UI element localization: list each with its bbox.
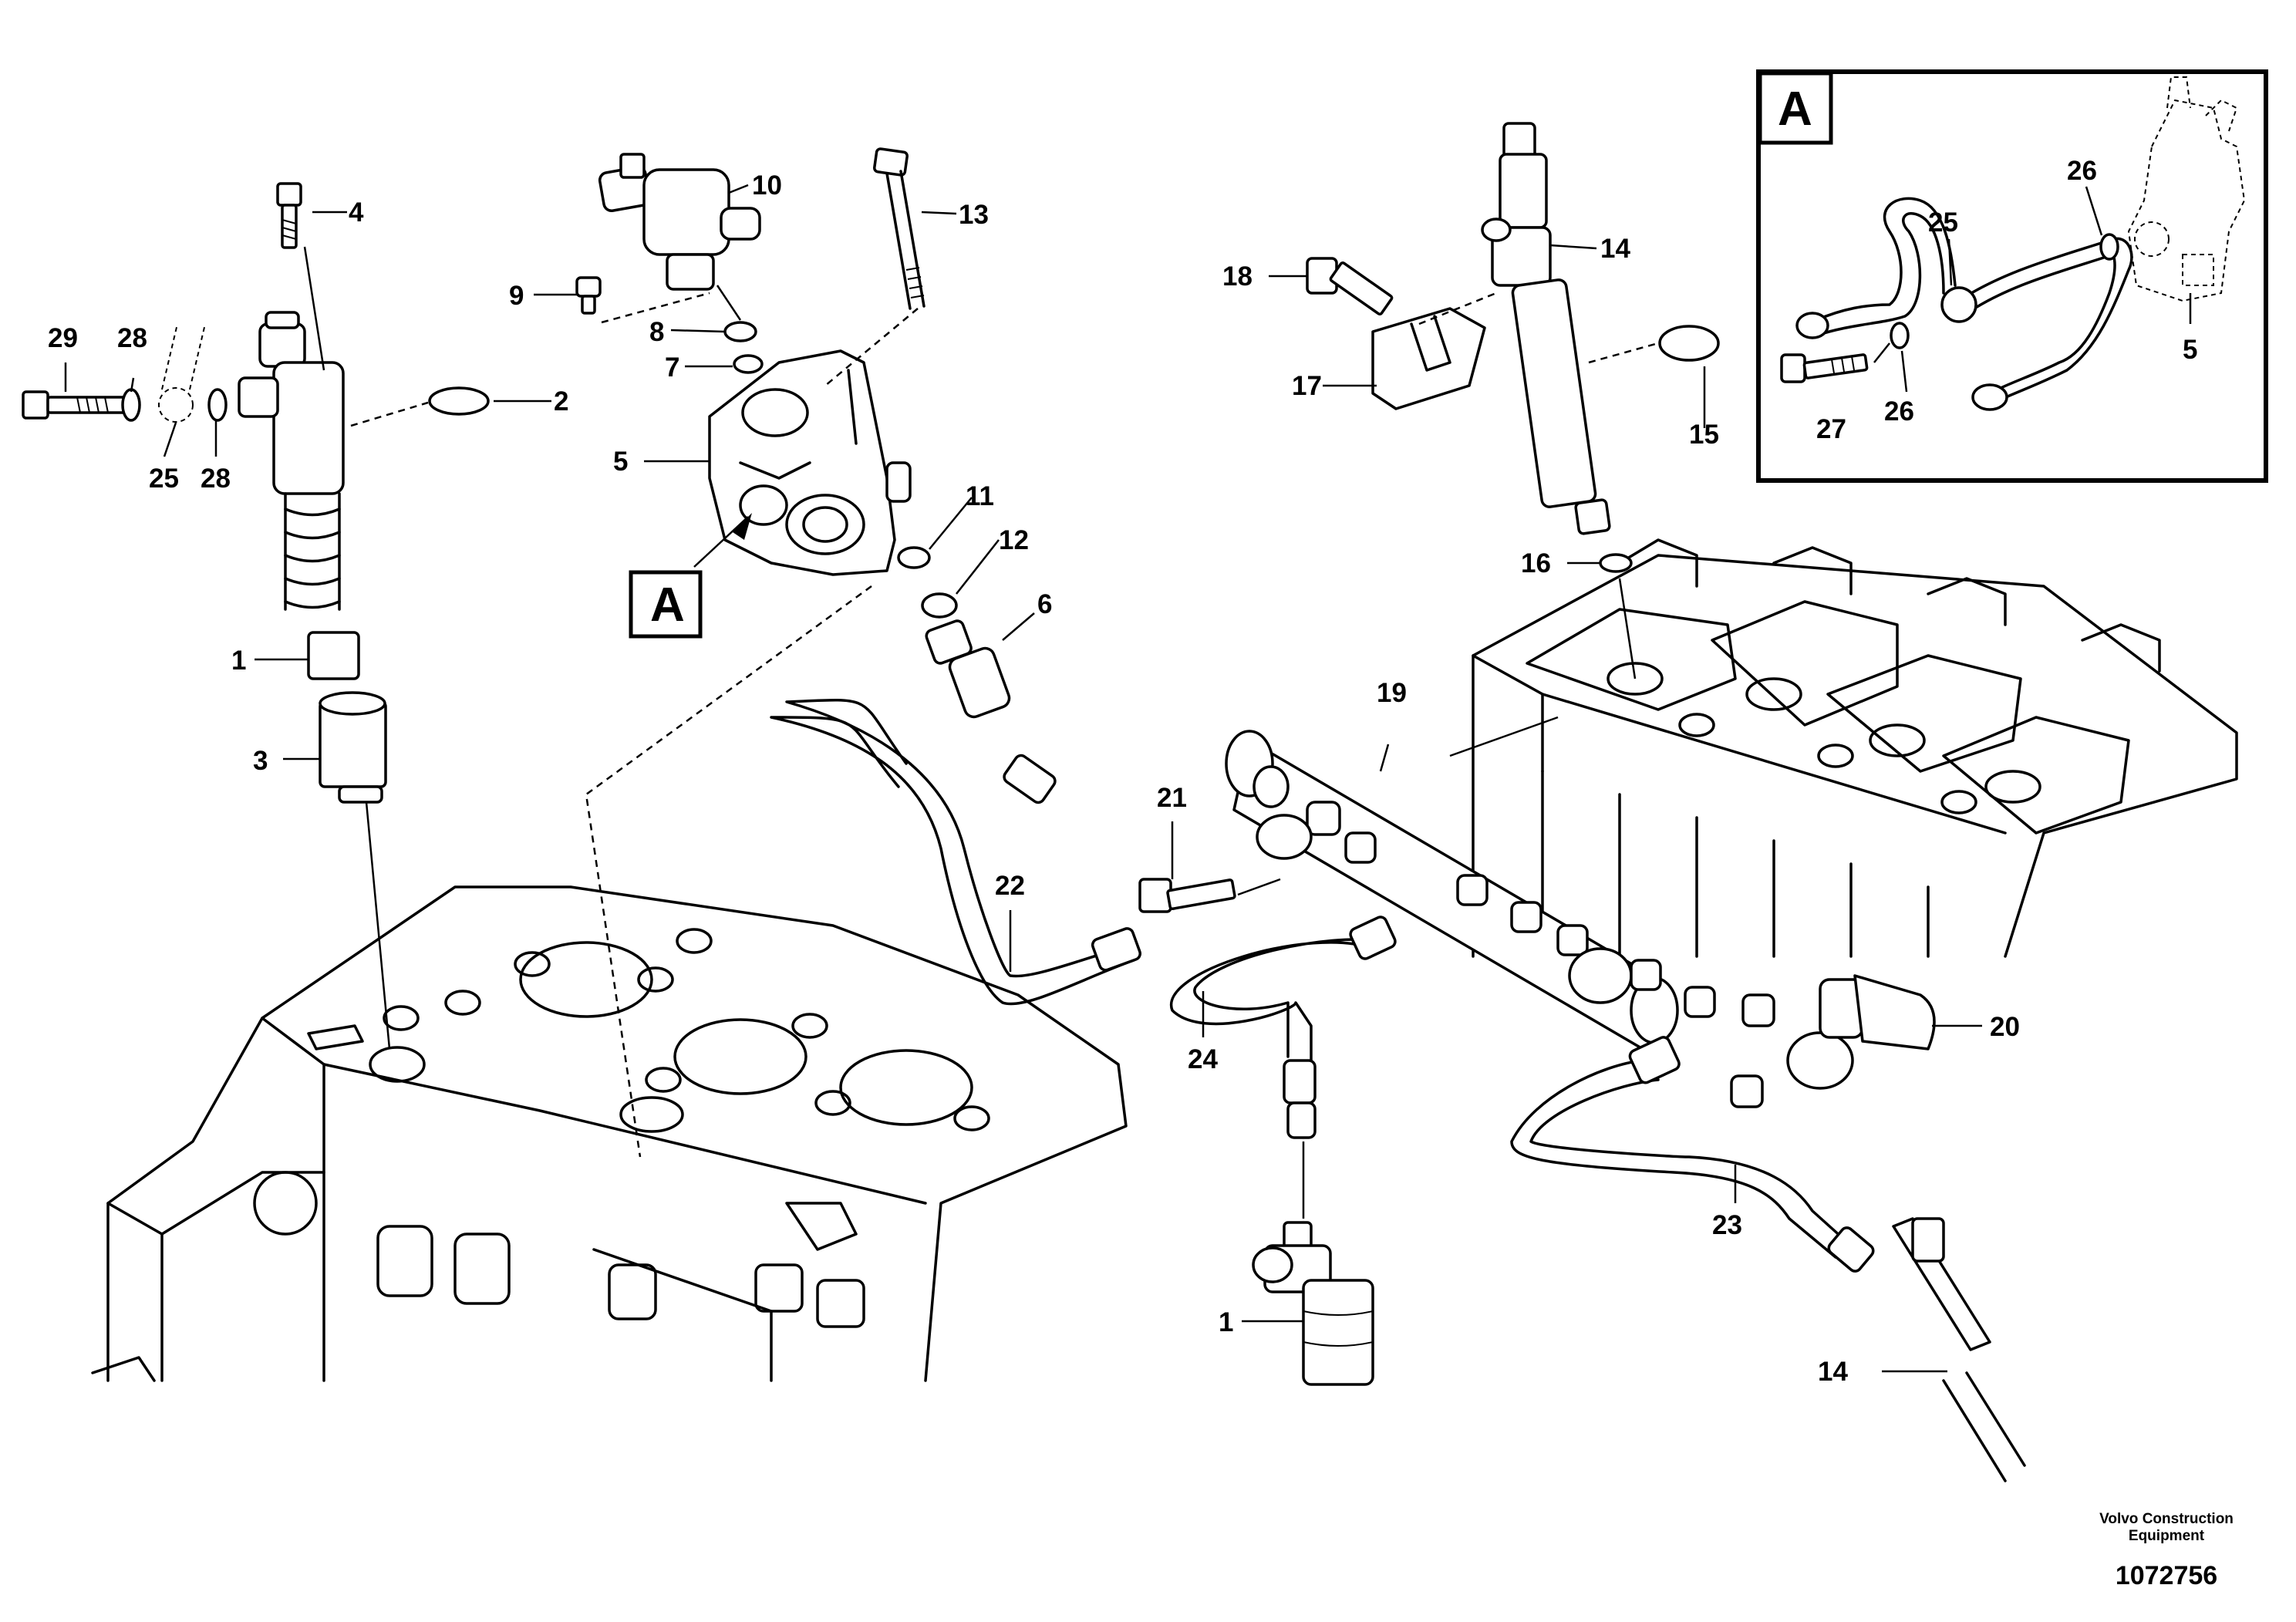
callout-24: 24 bbox=[1188, 1044, 1218, 1074]
pump-housing-part-5 bbox=[708, 349, 912, 576]
bolt-part-21 bbox=[1138, 878, 1236, 913]
fuel-metering-valve-part-10 bbox=[598, 153, 761, 291]
guide-rail-head bbox=[1449, 716, 1559, 757]
callout-17: 17 bbox=[1292, 371, 1322, 401]
common-rail-part-19 bbox=[1225, 730, 1854, 1090]
callout-14-lower: 14 bbox=[1818, 1357, 1848, 1387]
pipe-nut-22b bbox=[1091, 927, 1141, 972]
callout-29: 29 bbox=[48, 323, 78, 353]
guide-pump-block bbox=[365, 801, 391, 1050]
guide-pump-to-oring bbox=[350, 401, 429, 427]
guide-clamp bbox=[1418, 292, 1497, 325]
guide-injector-head bbox=[1618, 578, 1637, 679]
callout-19: 19 bbox=[1377, 678, 1407, 708]
seal-part-7 bbox=[733, 354, 764, 374]
detail-callout-26b: 26 bbox=[1884, 396, 1914, 427]
o-ring-part-2 bbox=[428, 386, 490, 416]
callout-8: 8 bbox=[649, 317, 664, 347]
callout-25: 25 bbox=[149, 464, 179, 494]
detail-pump-housing bbox=[2127, 76, 2246, 302]
callout-2: 2 bbox=[554, 386, 568, 416]
detail-callout-26a: 26 bbox=[2067, 156, 2097, 186]
callout-10: 10 bbox=[752, 170, 782, 201]
detail-callout-27: 27 bbox=[1816, 414, 1846, 444]
washer-part-16 bbox=[1599, 553, 1633, 573]
o-ring-part-15 bbox=[1658, 325, 1720, 362]
detail-washer-26b bbox=[1890, 322, 1910, 349]
callout-16: 16 bbox=[1521, 548, 1551, 578]
callout-1-lower: 1 bbox=[1219, 1307, 1233, 1337]
guide-valve-seal bbox=[716, 285, 742, 321]
washer-part-28a bbox=[121, 388, 141, 422]
callout-15: 15 bbox=[1689, 420, 1719, 450]
callout-4: 4 bbox=[349, 197, 364, 228]
engine-block bbox=[91, 885, 1128, 1382]
pump-detail-marker: A bbox=[629, 513, 752, 639]
long-bolt-part-13 bbox=[873, 147, 925, 310]
clamp-part-17 bbox=[1371, 307, 1486, 410]
detail-callout-5: 5 bbox=[2183, 335, 2197, 365]
footer-brand-text: Volvo Construction Equipment bbox=[2099, 1511, 2234, 1544]
callout-28a: 28 bbox=[117, 323, 147, 353]
fuel-pipe-part-23 bbox=[1510, 1036, 1875, 1273]
unit-pump-part-1-lower bbox=[1252, 1221, 1374, 1386]
callout-21: 21 bbox=[1157, 783, 1187, 813]
callout-23: 23 bbox=[1712, 1210, 1742, 1240]
seal-part-8 bbox=[723, 321, 757, 342]
washer-part-11 bbox=[897, 546, 931, 569]
callout-22: 22 bbox=[995, 871, 1025, 901]
pressure-valve-part-20 bbox=[1819, 974, 1936, 1050]
guide-injector-oring bbox=[1588, 342, 1659, 364]
pipe-nut-22a bbox=[1003, 754, 1057, 804]
callout-13: 13 bbox=[959, 200, 989, 230]
detail-fuel-pipe bbox=[1795, 197, 2133, 411]
pump-detail-marker-label: A bbox=[650, 578, 685, 632]
callout-5: 5 bbox=[613, 447, 628, 477]
callout-6: 6 bbox=[1037, 589, 1052, 619]
washer-part-28b bbox=[207, 388, 228, 422]
o-ring-part-12 bbox=[921, 592, 958, 619]
injector-part-14 bbox=[1481, 122, 1611, 535]
callout-14: 14 bbox=[1600, 234, 1630, 264]
callout-28b: 28 bbox=[201, 464, 231, 494]
detail-washer-26a bbox=[2099, 233, 2119, 261]
callout-3: 3 bbox=[253, 746, 268, 776]
bolt-part-18 bbox=[1306, 257, 1394, 315]
callout-12: 12 bbox=[999, 525, 1029, 555]
injector-part-14-lower bbox=[1892, 1217, 2026, 1482]
banjo-bolt-part-29 bbox=[22, 390, 126, 420]
guide-valve-to-housing bbox=[601, 292, 710, 324]
sensor-plug-part-6 bbox=[925, 619, 1011, 719]
leader-lines bbox=[64, 184, 1982, 1373]
guide-pump-to-block bbox=[585, 585, 872, 1158]
callout-numbers: 4 2 1 3 5 6 7 8 9 10 11 12 13 14 15 16 1… bbox=[48, 170, 2020, 1387]
footer-diagram-number: 1072756 bbox=[2115, 1561, 2218, 1590]
callout-9: 9 bbox=[509, 281, 524, 311]
bolt-part-4 bbox=[276, 182, 302, 249]
detail-bolt-27 bbox=[1780, 353, 1869, 383]
fuel-pipe-part-24 bbox=[1169, 916, 1397, 1139]
detail-callout-25: 25 bbox=[1928, 207, 1958, 238]
callout-20: 20 bbox=[1990, 1012, 2020, 1042]
fuel-pipe-fitting-part-25 bbox=[158, 323, 206, 423]
callout-18: 18 bbox=[1222, 261, 1253, 292]
unit-pump-part-1 bbox=[238, 311, 387, 804]
fuel-pipe-part-22-outline bbox=[785, 698, 1135, 978]
detail-view-label: A bbox=[1778, 83, 1812, 136]
guide-bolt13 bbox=[824, 308, 919, 386]
callout-7: 7 bbox=[665, 352, 679, 383]
detail-view-a: A 26 2 bbox=[1756, 69, 2268, 483]
screw-part-9 bbox=[575, 276, 602, 315]
callout-1: 1 bbox=[231, 646, 246, 676]
callout-11: 11 bbox=[966, 481, 994, 511]
guide-bolt21 bbox=[1237, 878, 1281, 896]
cylinder-head bbox=[1472, 538, 2238, 958]
guide-pump-axis bbox=[303, 246, 325, 371]
